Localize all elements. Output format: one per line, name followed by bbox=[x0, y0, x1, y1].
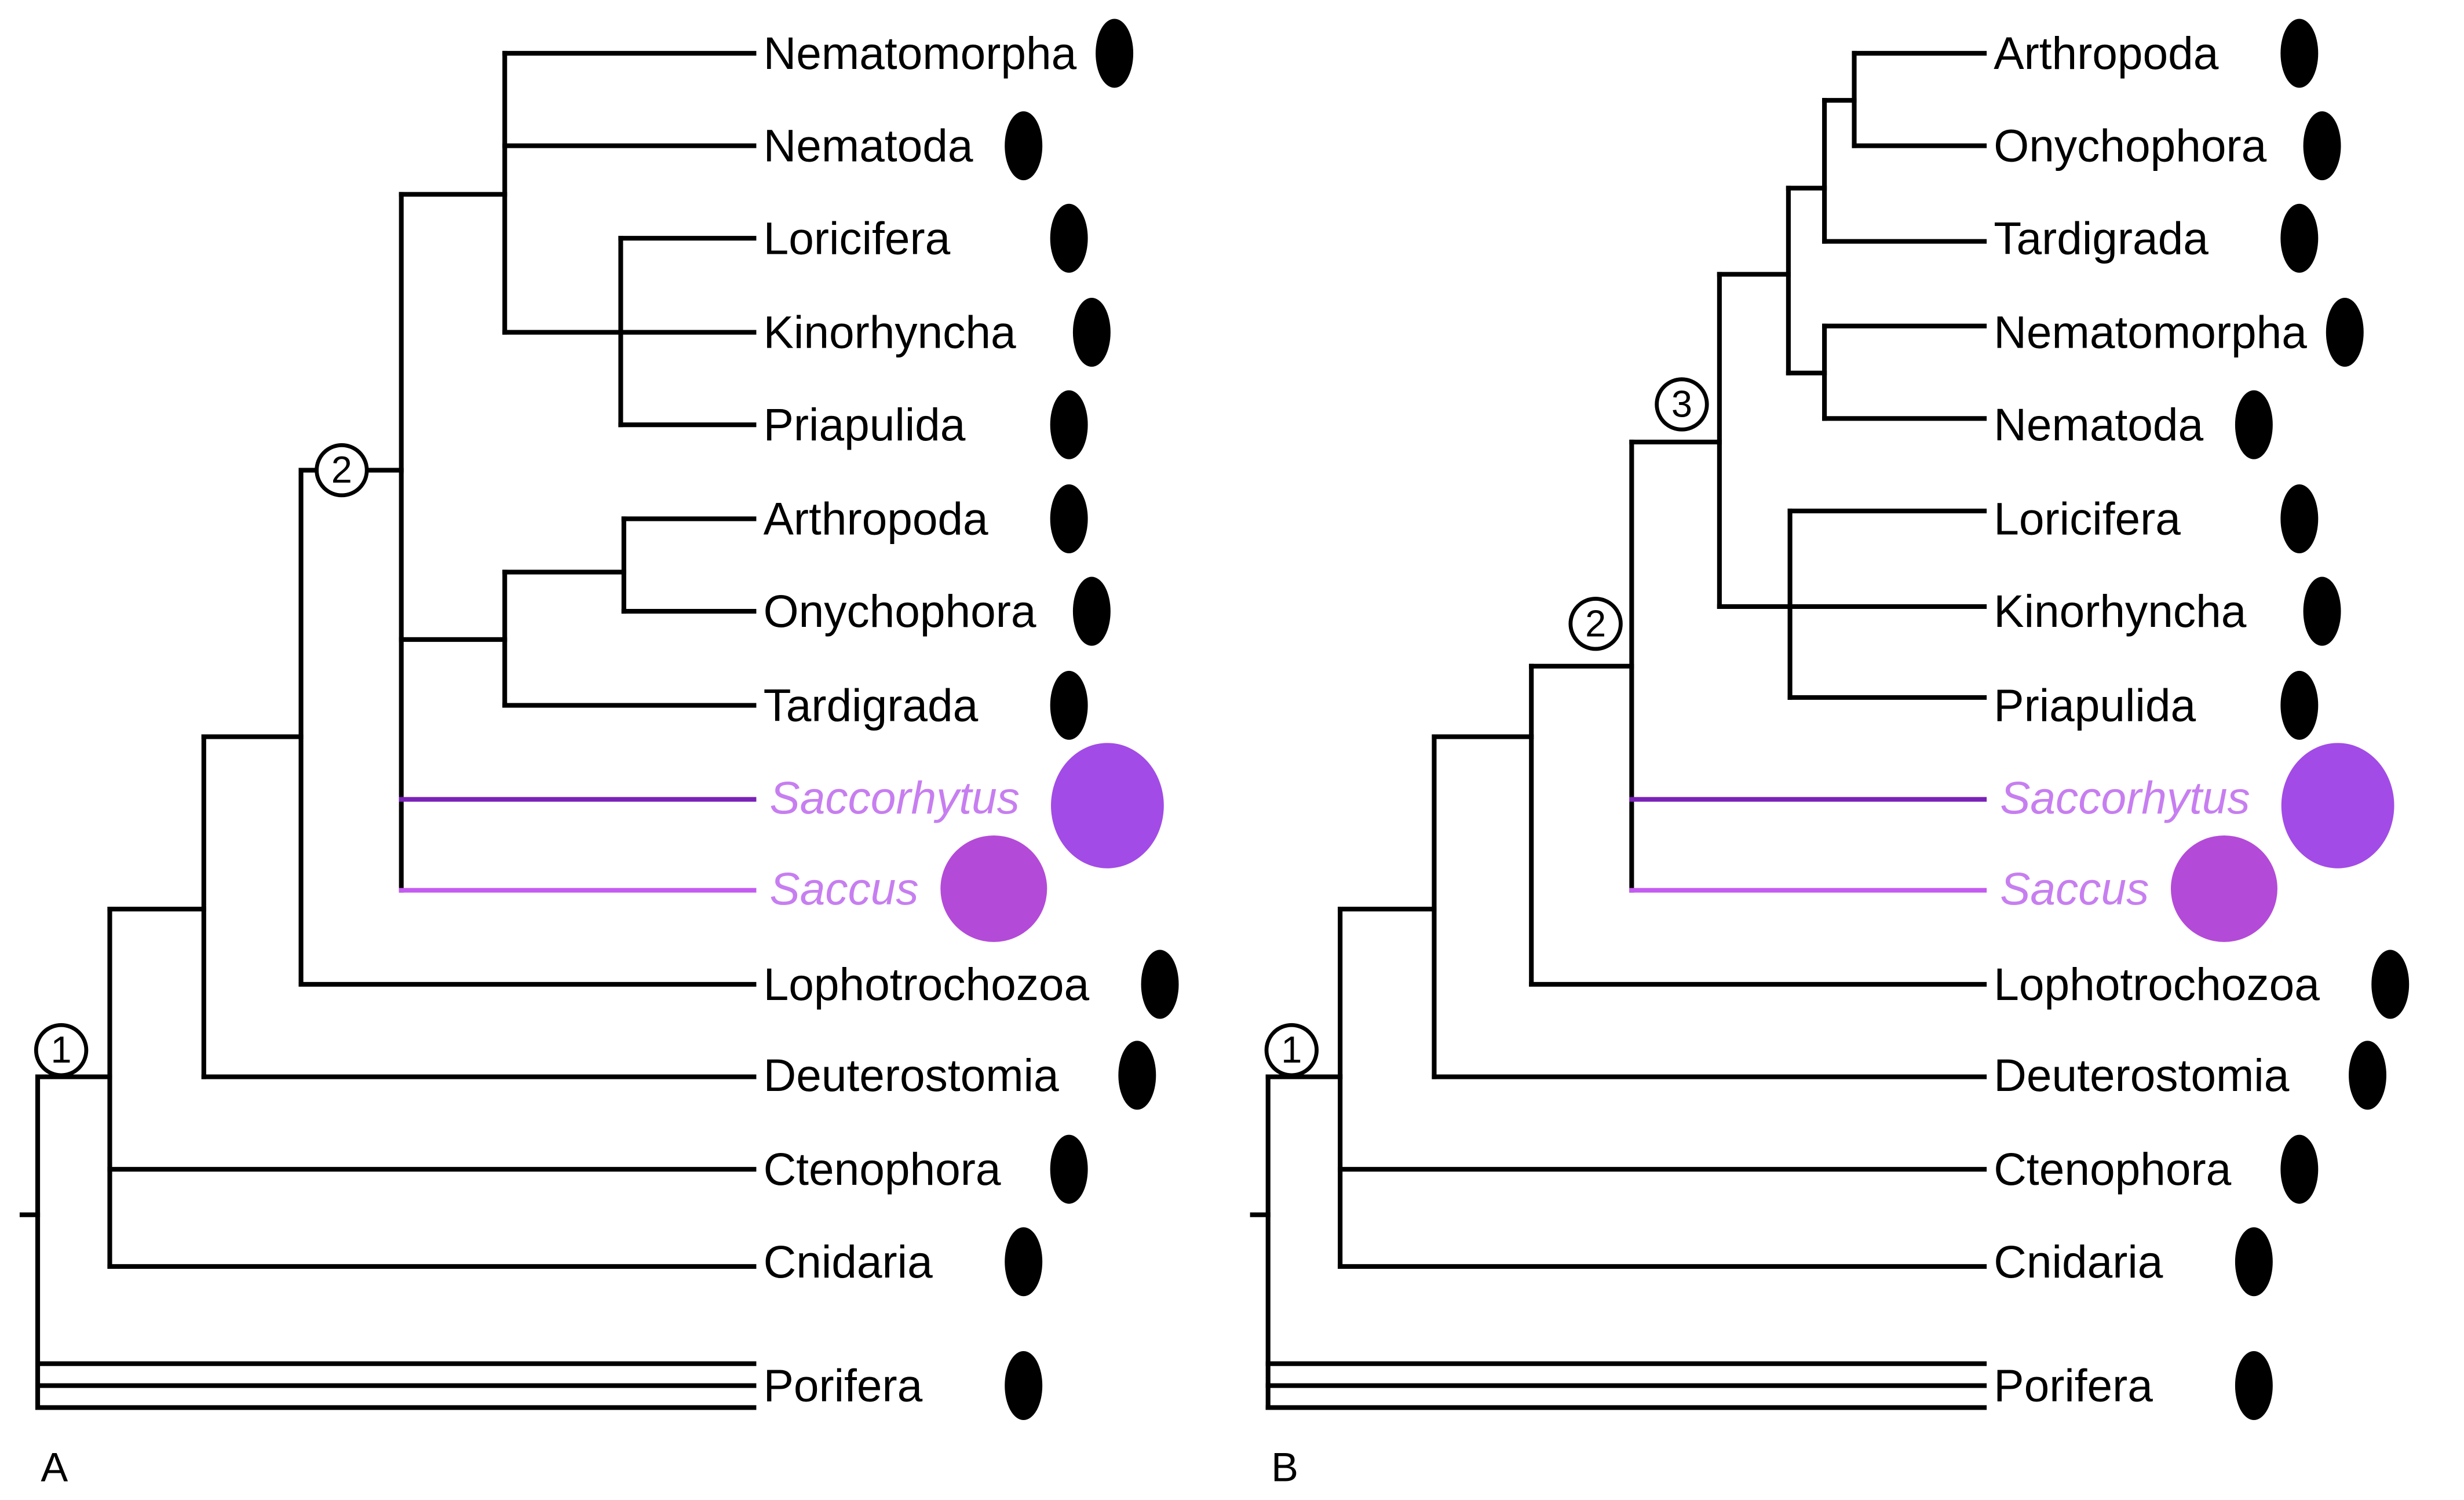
panel-a: NematomorphaNematodaLoriciferaKinorhynch… bbox=[19, 19, 1179, 1490]
panel-b: ArthropodaOnychophoraTardigradaNematomor… bbox=[1250, 19, 2410, 1490]
tip-label-saccus: Saccus bbox=[769, 863, 918, 914]
svg-text:1: 1 bbox=[1281, 1028, 1302, 1071]
priapulida-silhouette-icon bbox=[2280, 670, 2319, 740]
tree-branches bbox=[19, 50, 757, 1410]
tardigrada-silhouette-icon bbox=[2280, 203, 2319, 273]
nematoda-silhouette-icon bbox=[2235, 390, 2273, 459]
svg-text:3: 3 bbox=[1671, 383, 1692, 425]
tip-label-nematoda: Nematoda bbox=[764, 121, 973, 171]
porifera-sponge-icon bbox=[1005, 1351, 1043, 1421]
tip-label-nematomorpha: Nematomorpha bbox=[1994, 307, 2307, 358]
kinorhyncha-silhouette-icon bbox=[1072, 298, 1111, 367]
tip-label-priapulida: Priapulida bbox=[1994, 680, 2196, 731]
tip-label-cnidaria: Cnidaria bbox=[764, 1236, 933, 1287]
tip-label-ctenophora: Ctenophora bbox=[1994, 1144, 2231, 1195]
tip-label-lophotrochozoa: Lophotrochozoa bbox=[764, 959, 1090, 1010]
tip-label-loricifera: Loricifera bbox=[1994, 494, 2181, 545]
tip-label-nematoda: Nematoda bbox=[1994, 399, 2203, 450]
cnidaria-jellyfish-anemone-icon bbox=[1005, 1227, 1043, 1297]
node-label-1: 1 bbox=[34, 1023, 89, 1078]
node-label-3: 3 bbox=[1655, 377, 1709, 432]
tip-label-onychophora: Onychophora bbox=[1994, 121, 2266, 171]
tip-label-onychophora: Onychophora bbox=[764, 586, 1036, 637]
saccus-render-icon bbox=[2170, 835, 2277, 942]
tardigrada-silhouette-icon bbox=[1050, 670, 1088, 740]
tip-label-cnidaria: Cnidaria bbox=[1994, 1236, 2163, 1287]
node-label-2: 2 bbox=[315, 443, 369, 498]
tip-label-ctenophora: Ctenophora bbox=[764, 1144, 1001, 1195]
tip-label-arthropoda: Arthropoda bbox=[764, 494, 988, 545]
tip-label-deuterostomia: Deuterostomia bbox=[764, 1050, 1059, 1101]
tip-labels: ArthropodaOnychophoraTardigradaNematomor… bbox=[1994, 28, 2320, 1411]
saccorhytus-render-icon bbox=[1051, 743, 1164, 868]
tip-label-saccorhytus: Saccorhytus bbox=[2000, 772, 2250, 823]
ctenophora-comb-jelly-icon bbox=[1050, 1134, 1088, 1204]
deuterostomia-human-icon bbox=[2349, 1041, 2386, 1110]
svg-text:2: 2 bbox=[1585, 602, 1606, 644]
panel-label: B bbox=[1271, 1444, 1298, 1490]
loricifera-silhouette-icon bbox=[1050, 203, 1088, 273]
svg-text:1: 1 bbox=[51, 1028, 72, 1071]
svg-text:2: 2 bbox=[331, 448, 352, 491]
saccorhytus-render-icon bbox=[2281, 743, 2394, 868]
tip-label-kinorhyncha: Kinorhyncha bbox=[1994, 586, 2246, 637]
tip-labels: NematomorphaNematodaLoriciferaKinorhynch… bbox=[764, 28, 1090, 1411]
tip-label-loricifera: Loricifera bbox=[764, 213, 951, 264]
nematoda-silhouette-icon bbox=[1005, 111, 1043, 181]
onychophora-velvet-worm-icon bbox=[1072, 576, 1111, 646]
priapulida-silhouette-icon bbox=[1050, 390, 1088, 459]
onychophora-velvet-worm-icon bbox=[2303, 111, 2341, 181]
tip-label-porifera: Porifera bbox=[764, 1360, 923, 1411]
porifera-sponge-icon bbox=[2235, 1351, 2273, 1421]
nematomorpha-silhouette-icon bbox=[2326, 298, 2364, 367]
saccus-render-icon bbox=[940, 835, 1047, 942]
tip-label-saccus: Saccus bbox=[2000, 863, 2149, 914]
kinorhyncha-silhouette-icon bbox=[2303, 576, 2341, 646]
tip-label-tardigrada: Tardigrada bbox=[1994, 213, 2209, 264]
tip-label-lophotrochozoa: Lophotrochozoa bbox=[1994, 959, 2320, 1010]
arthropoda-lobster-icon bbox=[2280, 19, 2319, 88]
lophotrochozoa-annelid-icon bbox=[2371, 950, 2410, 1019]
loricifera-silhouette-icon bbox=[2280, 484, 2319, 553]
tip-label-porifera: Porifera bbox=[1994, 1360, 2153, 1411]
tip-label-saccorhytus: Saccorhytus bbox=[769, 772, 1020, 823]
node-label-1: 1 bbox=[1264, 1023, 1319, 1078]
tip-label-arthropoda: Arthropoda bbox=[1994, 28, 2218, 79]
tip-label-priapulida: Priapulida bbox=[764, 399, 966, 450]
tree-branches bbox=[1250, 50, 1987, 1410]
cnidaria-jellyfish-anemone-icon bbox=[2235, 1227, 2273, 1297]
lophotrochozoa-annelid-icon bbox=[1141, 950, 1179, 1019]
tip-label-deuterostomia: Deuterostomia bbox=[1994, 1050, 2289, 1101]
nematomorpha-silhouette-icon bbox=[1096, 19, 1134, 88]
deuterostomia-human-icon bbox=[1118, 1041, 1156, 1110]
tip-label-nematomorpha: Nematomorpha bbox=[764, 28, 1077, 79]
panel-label: A bbox=[41, 1444, 68, 1490]
tip-label-kinorhyncha: Kinorhyncha bbox=[764, 307, 1016, 358]
arthropoda-lobster-icon bbox=[1050, 484, 1088, 553]
node-label-2: 2 bbox=[1568, 597, 1623, 651]
ctenophora-comb-jelly-icon bbox=[2280, 1134, 2319, 1204]
tip-label-tardigrada: Tardigrada bbox=[764, 680, 979, 731]
